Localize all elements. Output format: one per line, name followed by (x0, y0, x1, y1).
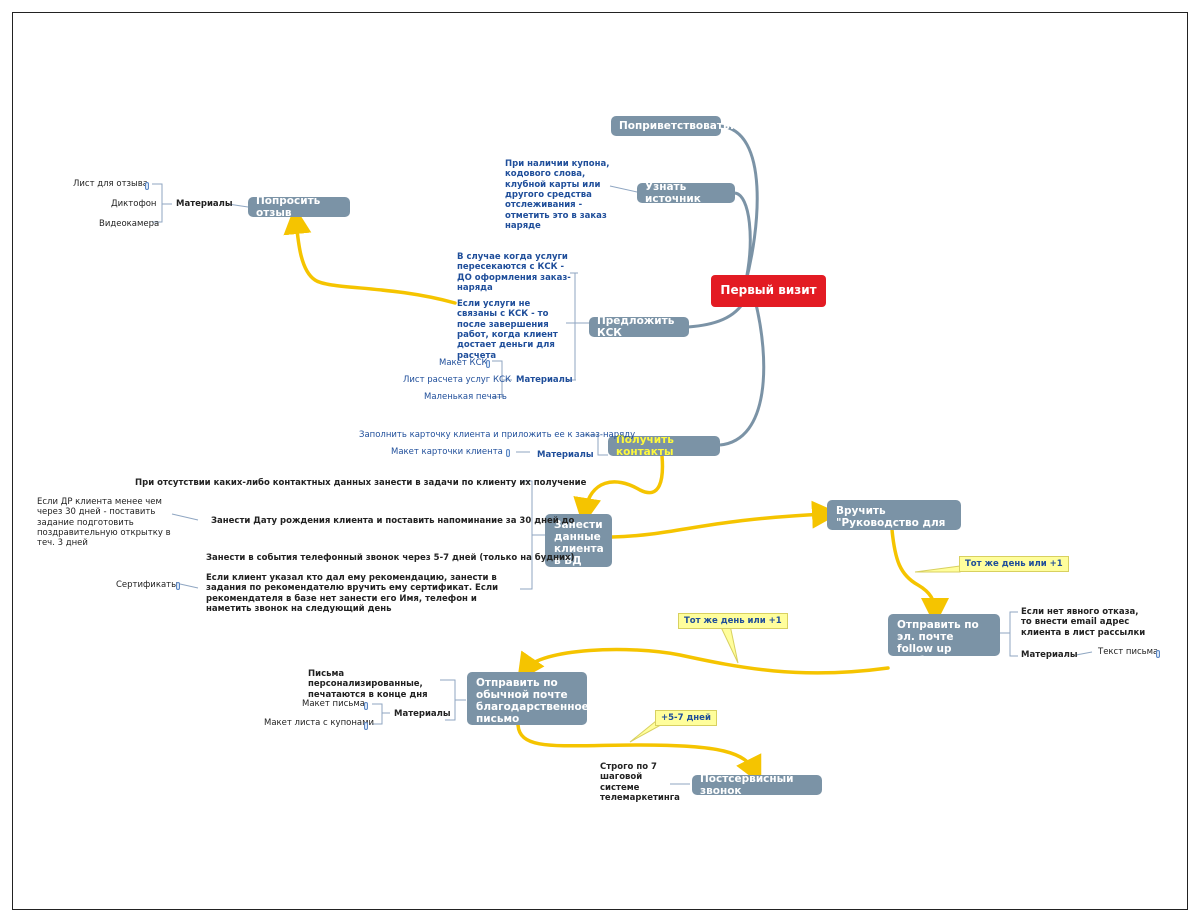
flow-email-mail (517, 647, 890, 682)
flow-mail-call (516, 723, 762, 785)
offer-material-item: Маленькая печать (424, 392, 507, 402)
offer-materials-label: Материалы (516, 375, 573, 385)
topic-offer[interactable]: Предложить КСК (589, 314, 689, 339)
attachment-icon (145, 182, 149, 190)
db-note-sub: Если ДР клиента менее чем через 30 дней … (37, 497, 171, 549)
topic-offer-label: Предложить КСК (597, 314, 675, 339)
email-material-item: Текст письма (1098, 647, 1159, 657)
call-note: Строго по 7 шаговой системе телемаркетин… (600, 762, 680, 804)
db-note: При отсутствии каких-либо контактных дан… (135, 478, 587, 488)
flow-db-guide (610, 500, 840, 539)
topic-db[interactable]: Занести данные клиента в БД (545, 514, 612, 567)
topic-email[interactable]: Отправить по эл. почте follow up сообщен… (888, 614, 1000, 667)
offer-material-item: Макет КСК (439, 358, 488, 368)
flow-offer-review (283, 206, 457, 305)
flow-guide-email (890, 528, 949, 626)
diagram-frame (12, 12, 1188, 910)
topic-review-label: Попросить отзыв (256, 194, 321, 219)
topic-contacts-label: Получить контакты (616, 433, 674, 458)
attachment-icon (1156, 650, 1160, 658)
topic-call[interactable]: Постсервисный звонок (692, 772, 822, 797)
attachment-icon (364, 702, 368, 710)
attachment-icon (176, 582, 180, 590)
mail-material-item: Макет листа с купонами (264, 718, 375, 728)
db-note: Занести Дату рождения клиента и поставит… (211, 516, 575, 526)
topic-source-label: Узнать источник (645, 180, 701, 205)
email-materials-label: Материалы (1021, 650, 1078, 660)
topic-email-label: Отправить по эл. почте follow up сообщен… (897, 619, 979, 668)
review-material-item: Видеокамера (99, 219, 160, 229)
topic-guide[interactable]: Вручить "Руководство для клиента" (827, 500, 961, 541)
topic-call-label: Постсервисный звонок (700, 772, 794, 797)
contacts-materials-label: Материалы (537, 450, 594, 460)
timing-callout: Тот же день или +1 (678, 613, 788, 630)
mail-material-item: Макет письма (302, 699, 365, 709)
topic-mail-label: Отправить по обычной почте благодарствен… (476, 677, 589, 726)
attachment-icon (364, 722, 368, 730)
db-note: Если клиент указал кто дал ему рекоменда… (206, 573, 499, 615)
contacts-note: Заполнить карточку клиента и приложить е… (359, 430, 636, 440)
db-note: Занести в события телефонный звонок чере… (206, 553, 575, 563)
source-note: При наличии купона, кодового слова, клуб… (505, 159, 610, 232)
review-materials-label: Материалы (176, 199, 233, 209)
email-note: Если нет явного отказа, то внести email … (1021, 607, 1146, 638)
topic-review[interactable]: Попросить отзыв (248, 194, 350, 219)
review-material-item: Диктофон (111, 199, 157, 209)
db-note-sub: Сертификаты (116, 580, 178, 590)
mail-note: Письма персонализированные, печатаются в… (308, 669, 428, 700)
topic-db-label: Занести данные клиента в БД (554, 519, 604, 568)
topic-mail[interactable]: Отправить по обычной почте благодарствен… (467, 672, 589, 726)
central-topic[interactable]: Первый визит (711, 275, 826, 307)
topic-greet-label: Поприветствовать! (619, 119, 735, 132)
branch-contacts (719, 299, 766, 447)
contacts-material-item: Макет карточки клиента (391, 447, 503, 457)
branch-source (734, 191, 752, 286)
flow-contacts-db (573, 454, 665, 526)
attachment-icon (506, 449, 510, 457)
topic-greet[interactable]: Поприветствовать! (611, 116, 734, 136)
topic-contacts[interactable]: Получить контакты (608, 433, 720, 458)
branch-greet (719, 124, 759, 286)
offer-material-item: Лист расчета услуг КСК (403, 375, 511, 385)
offer-note: Если услуги не связаны с КСК - то после … (457, 299, 558, 361)
mail-materials-label: Материалы (394, 709, 451, 719)
topic-source[interactable]: Узнать источник (637, 180, 735, 205)
topic-guide-label: Вручить "Руководство для клиента" (836, 505, 946, 542)
timing-callout: Тот же день или +1 (959, 556, 1069, 573)
central-topic-label: Первый визит (720, 283, 817, 298)
attachment-icon (486, 360, 490, 368)
review-material-item: Лист для отзыва (73, 179, 148, 189)
offer-note: В случае когда услуги пересекаются с КСК… (457, 252, 571, 294)
timing-callout: +5-7 дней (655, 710, 717, 727)
